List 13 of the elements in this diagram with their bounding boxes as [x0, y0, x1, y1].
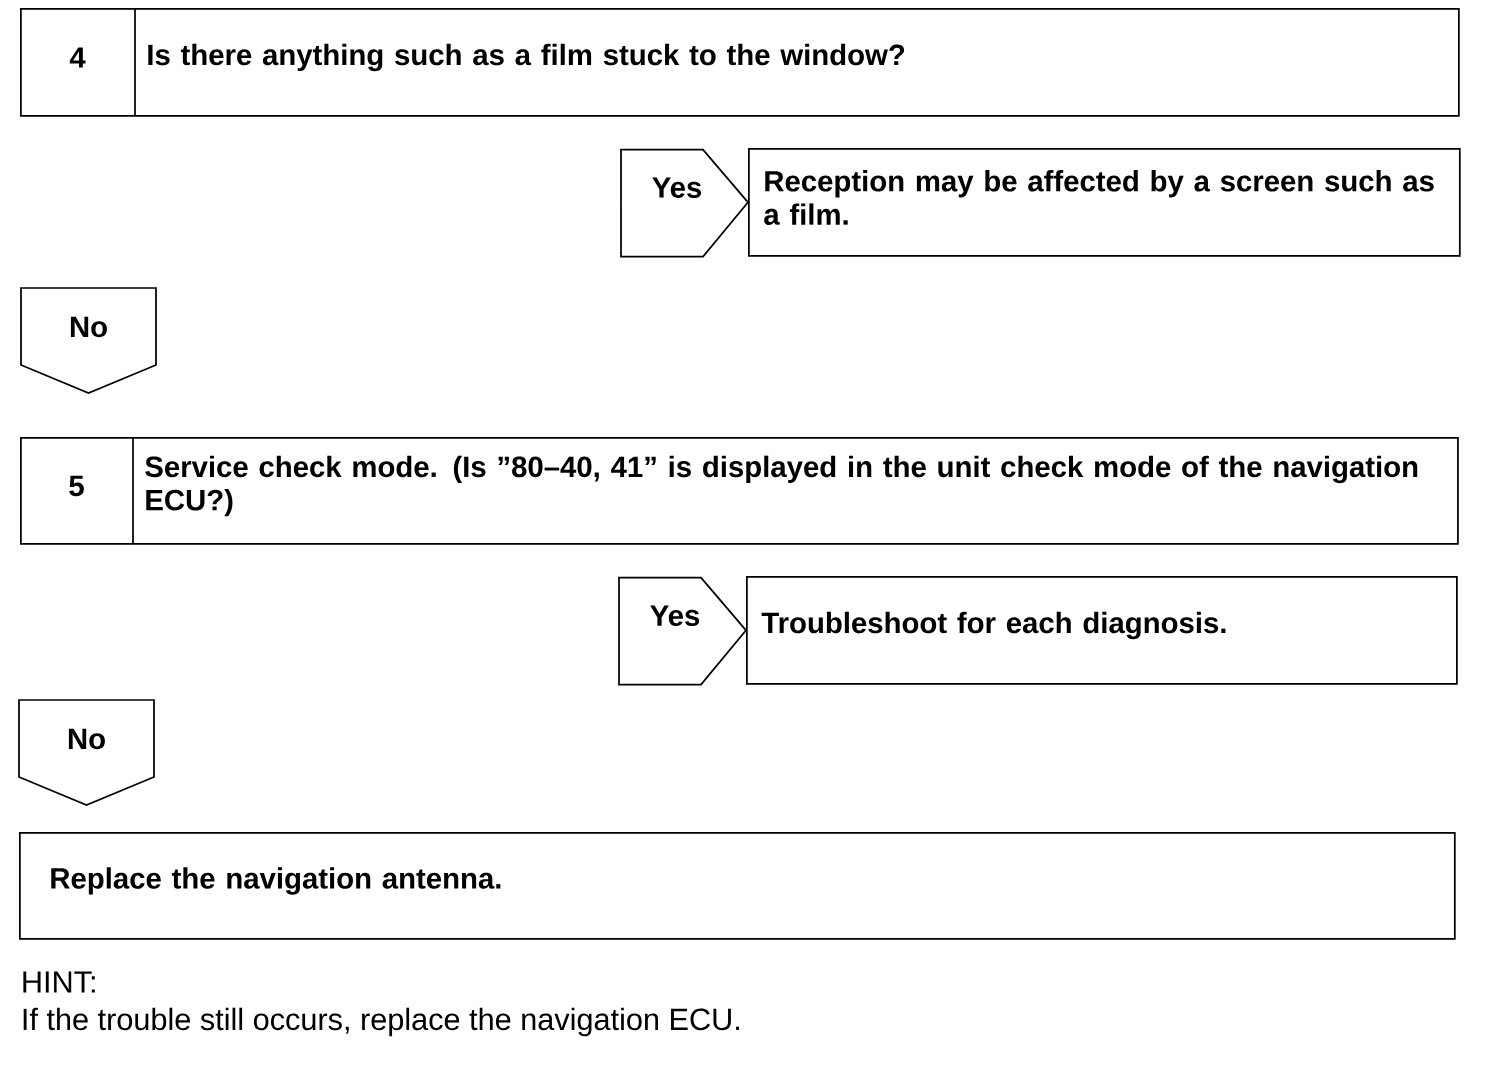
step-box: 5 Service check mode. (Is ”80–40, 41” is displayed in the unit check mode of the navigation ECU?): [20, 436, 1459, 545]
chevron-arrow: [620, 148, 750, 258]
no-chevron: No: [20, 287, 157, 394]
step-box: 4 Is there anything such as a film stuck to the window?: [20, 7, 1460, 117]
note-text: HINT:: [23, 971, 95, 993]
note-text: If the trouble still occurs, replace the navigation ECU.: [23, 1007, 739, 1037]
edge-label: Yes: [650, 605, 700, 626]
result-box: Reception may be affected by a screen such as a film.: [748, 148, 1461, 257]
no-chevron: No: [18, 699, 155, 806]
edge-label: Yes: [652, 177, 702, 198]
action-box: Replace the navigation antenna.: [19, 832, 1456, 940]
result-box: Troubleshoot for each diagnosis.: [746, 576, 1458, 685]
chevron-arrow: [618, 576, 748, 686]
